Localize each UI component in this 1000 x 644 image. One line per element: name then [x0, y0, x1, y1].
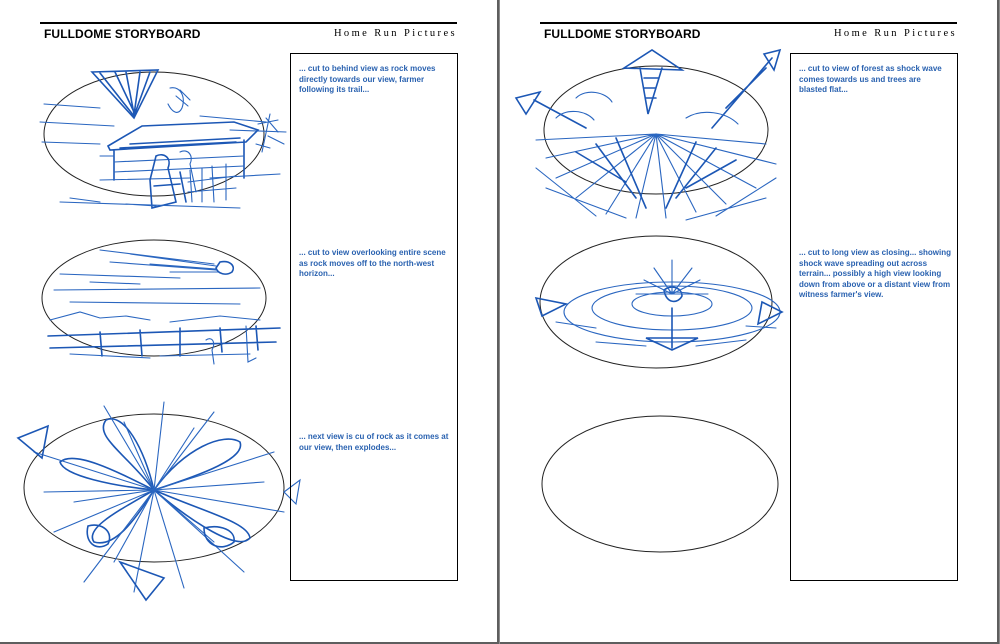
- frame-note-4: ... cut to view of forest as shock wave …: [799, 64, 942, 94]
- sketch-landscape-comet: [41, 239, 281, 365]
- storyboard-frame-4: [514, 48, 796, 224]
- storyboard-frame-5: [534, 232, 786, 372]
- sketch-rock-explosion: [16, 401, 301, 602]
- frame-note-3: ... next view is cu of rock as it comes …: [299, 432, 449, 452]
- page-title: FULLDOME STORYBOARD: [44, 27, 201, 41]
- sketch-shockwave-terrain: [534, 235, 784, 369]
- notes-panel: ... cut to view of forest as shock wave …: [790, 53, 958, 581]
- page-header: FULLDOME STORYBOARD Home Run Pictures: [40, 22, 457, 42]
- storyboard-frame-6: [540, 414, 780, 554]
- frame-note-5: ... cut to long view as closing... showi…: [799, 248, 952, 299]
- company-name: Home Run Pictures: [833, 28, 957, 39]
- company-name: Home Run Pictures: [333, 28, 457, 39]
- page-title: FULLDOME STORYBOARD: [544, 27, 701, 41]
- storyboard-page-2: FULLDOME STORYBOARD Home Run Pictures: [500, 0, 999, 644]
- storyboard-frame-1: [30, 52, 290, 212]
- frame-note-2: ... cut to view overlooking entire scene…: [299, 248, 446, 278]
- page-header: FULLDOME STORYBOARD Home Run Pictures: [540, 22, 957, 42]
- empty-frame-oval: [541, 415, 779, 553]
- storyboard-frame-2: [30, 232, 290, 372]
- storyboard-page-1: FULLDOME STORYBOARD Home Run Pictures: [0, 0, 499, 644]
- sketch-farmhouse-rock: [39, 69, 287, 210]
- notes-panel: ... cut to behind view as rock moves dir…: [290, 53, 458, 581]
- sketch-forest-shockwave: [514, 48, 782, 221]
- storyboard-frame-3: [14, 392, 304, 606]
- frame-note-1: ... cut to behind view as rock moves dir…: [299, 64, 436, 94]
